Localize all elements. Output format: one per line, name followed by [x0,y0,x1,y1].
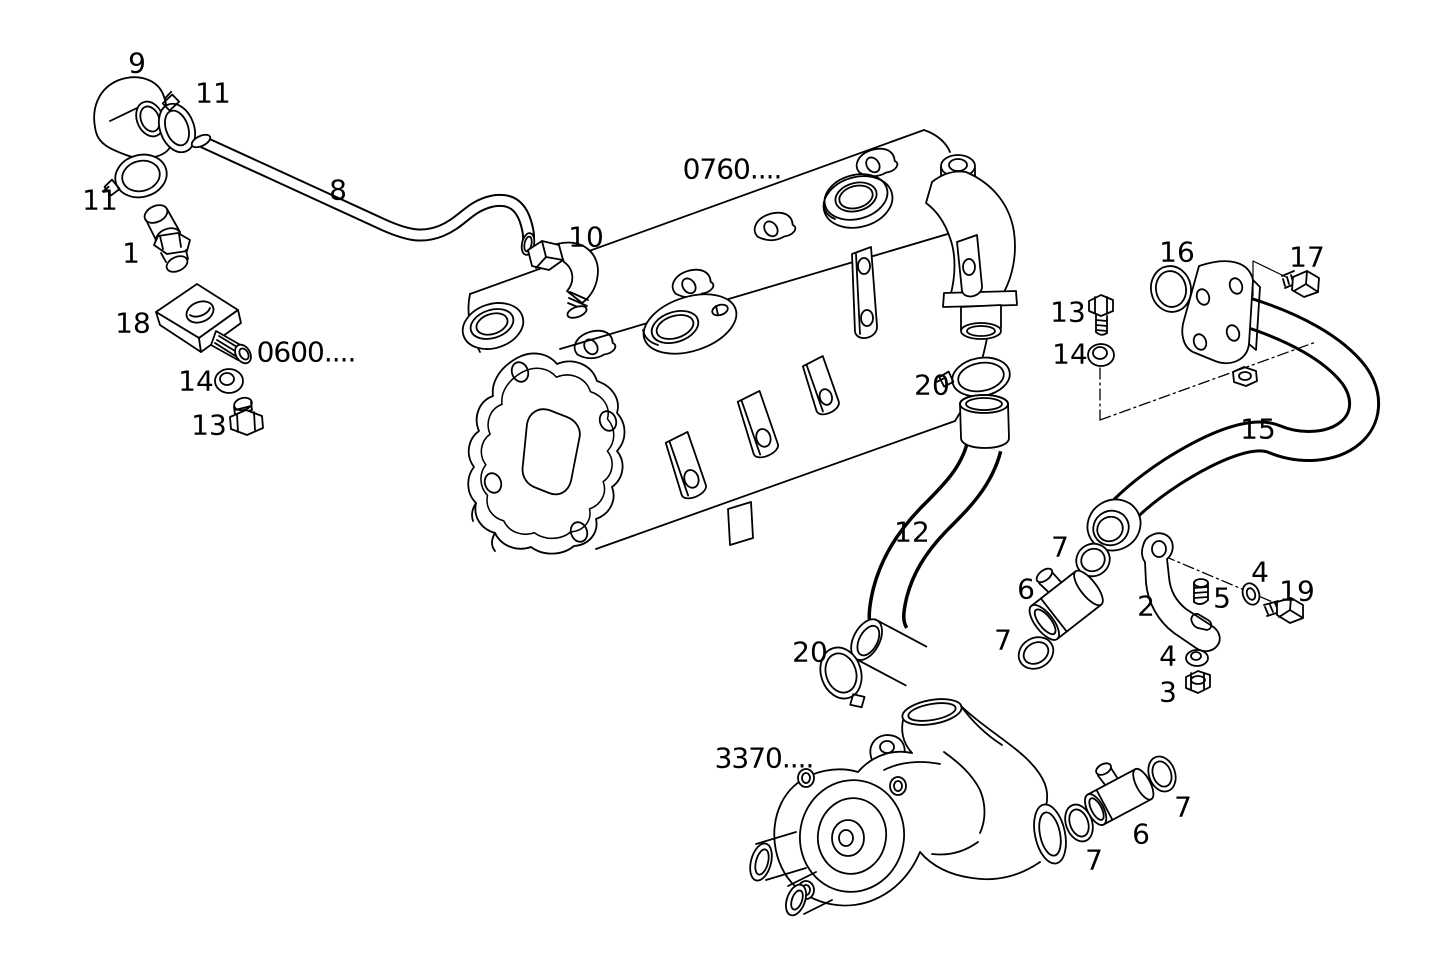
callout-part-9: 9 [128,47,146,80]
callout-part-1: 1 [122,237,140,270]
callout-part-14: 14 [1052,338,1088,371]
callout-part-14: 14 [178,365,214,398]
plug-part13-left [229,396,264,436]
callout-part-7: 7 [1051,531,1069,564]
hose-part12 [850,394,1010,687]
front-face-detail [727,501,754,546]
nut-part3 [1185,670,1211,694]
washer-part4-lower [1185,649,1209,667]
top-port-middle [642,293,738,355]
union-part1 [143,204,191,273]
callout-part-7: 7 [1174,791,1192,824]
callout-part-13: 13 [1050,296,1086,329]
callout-part-10: 10 [568,221,604,254]
oring-part7-upper [1075,542,1111,578]
hose-clamp-part11-lower [101,153,168,199]
water-pump-body [749,698,1067,917]
callout-part-20: 20 [792,636,828,669]
sleeve-part6-upper [1028,567,1104,641]
callout-part-6: 6 [1017,573,1035,606]
callout-part-3: 3 [1159,676,1177,709]
washer-part14-left [214,368,244,394]
flange-pipe-part15 [1086,260,1381,552]
outlet-elbow [925,170,1018,340]
callout-part-11: 11 [195,77,231,110]
callout-part-11: 11 [82,184,118,217]
callout-part-13: 13 [191,409,227,442]
callout-part-4: 4 [1159,640,1177,673]
washer-part14-right [1087,343,1115,367]
mounting-lugs [664,355,840,500]
callout-part-12: 12 [894,516,930,549]
gasket-part16 [1150,265,1192,313]
bolt-part19 [1263,597,1304,624]
bolt-part13-right [1088,294,1114,336]
elbow-union-part10 [527,240,599,319]
sleeve-part6-lower [1084,762,1155,826]
oring-part7-mid [1017,636,1055,670]
callout-part-8: 8 [329,174,347,207]
callout-part-7: 7 [1085,844,1103,877]
top-port-left [461,302,525,350]
adapter-block-part18 [155,283,252,365]
callout-part-18: 18 [115,307,151,340]
callout-part-15: 15 [1240,413,1276,446]
callout-part-4: 4 [1251,556,1269,589]
callout-part-2: 2 [1137,590,1155,623]
oring-part7-bottom [1064,803,1094,843]
ref-water-pump: 3370.... [715,742,814,775]
callout-part-17: 17 [1289,241,1325,274]
callout-part-16: 16 [1159,236,1195,269]
stud-part5 [1193,578,1209,605]
hose-clamp-part11-upper [157,90,197,154]
washer-part4-upper [1241,582,1261,606]
callout-part-19: 19 [1279,575,1315,608]
heat-exchanger-body [461,129,1018,555]
ref-engine-block: 0600.... [257,336,356,369]
hose-clamp-part20-lower [819,646,866,709]
callout-part-6: 6 [1132,818,1150,851]
callout-part-7: 7 [994,624,1012,657]
end-flange-plate [467,352,626,555]
ref-heat-exchanger: 0760.... [683,153,782,186]
breather-cap-part9 [93,76,173,159]
callout-part-20: 20 [914,369,950,402]
front-straps [851,234,983,339]
bracket-part2 [1141,532,1221,653]
oring-part7-right [1147,755,1177,793]
bolt-part17 [1252,260,1320,298]
callout-part-5: 5 [1213,582,1231,615]
top-port-right [822,173,894,229]
